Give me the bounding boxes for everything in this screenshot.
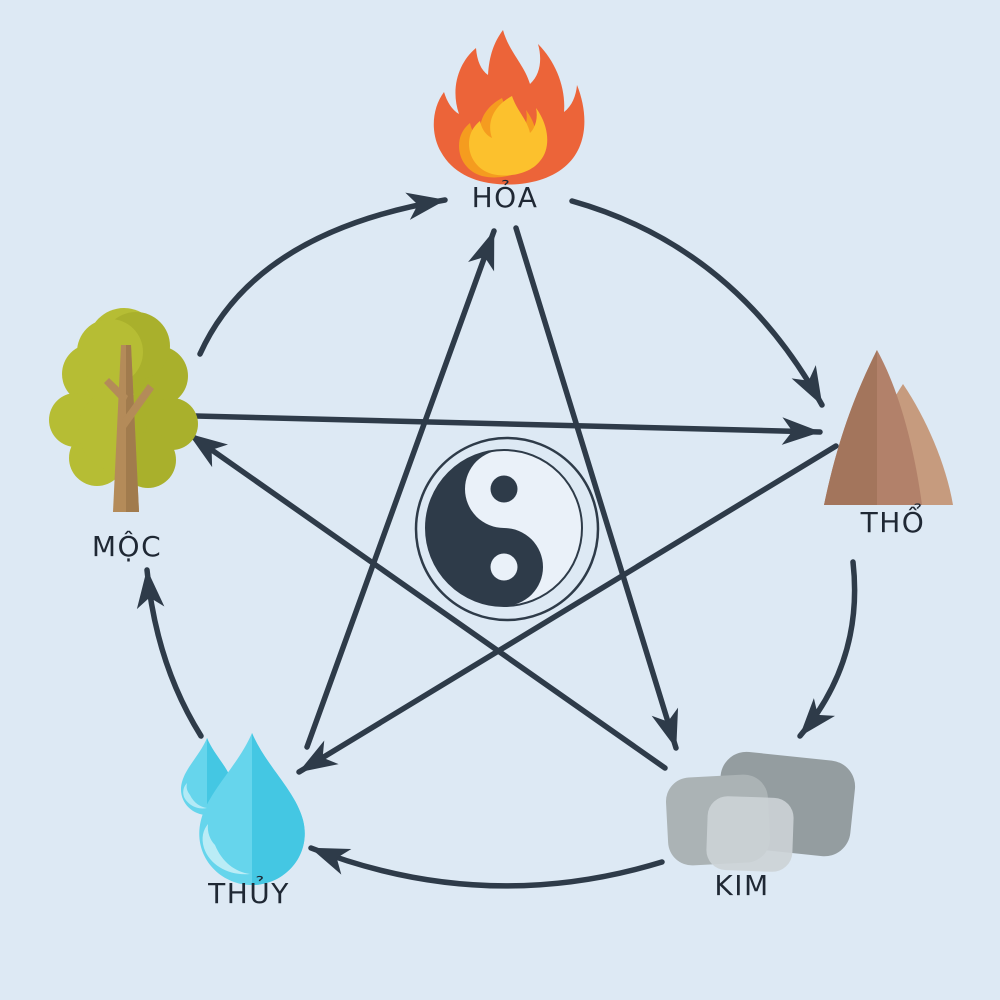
stones-icon [665, 751, 856, 872]
branch-left [104, 378, 128, 404]
arrow-metal-to-wood [186, 431, 668, 771]
metal-label: KIM [714, 869, 769, 902]
generating-cycle-arrows [136, 192, 858, 889]
flame-inner-yellow [469, 96, 548, 176]
arrow-metal-to-water [308, 845, 665, 889]
stone-front [706, 796, 794, 872]
yin-yang-icon [414, 436, 600, 622]
arrow-earth-to-metal [797, 559, 858, 739]
arrow-wood-to-earth [193, 413, 823, 445]
wood-label: MỘC [92, 529, 162, 563]
water-label: THỦY [207, 874, 290, 910]
yin-yang-dark-dot [490, 475, 518, 503]
arrow-water-to-fire [304, 228, 497, 750]
arrow-fire-to-earth [569, 198, 825, 408]
fire-icon [433, 30, 585, 185]
tree-foliage [49, 308, 198, 488]
big-drop-right-half [252, 733, 305, 885]
branch-right [122, 384, 154, 428]
mountain-icon [824, 350, 953, 505]
mountain-left-peak-shadow [824, 350, 877, 505]
tree-trunk [104, 345, 154, 512]
trunk-shade [126, 345, 139, 512]
arrow-water-to-wood [136, 567, 204, 739]
water-drops-icon [180, 733, 305, 885]
fire-label: HỎA [472, 178, 539, 214]
yin-yang-light-dot [490, 553, 518, 581]
overcoming-cycle-arrows [186, 225, 839, 775]
big-drop-highlight [202, 824, 250, 875]
yin-yang-outer-ring [414, 436, 600, 622]
arrow-fire-to-metal [513, 225, 679, 751]
arrow-wood-to-fire [197, 192, 448, 357]
earth-label: THỔ [860, 502, 926, 539]
arrow-earth-to-water [296, 443, 839, 775]
small-drop-highlight [183, 783, 207, 809]
foliage-blob [77, 319, 143, 385]
tree-icon [49, 308, 198, 512]
